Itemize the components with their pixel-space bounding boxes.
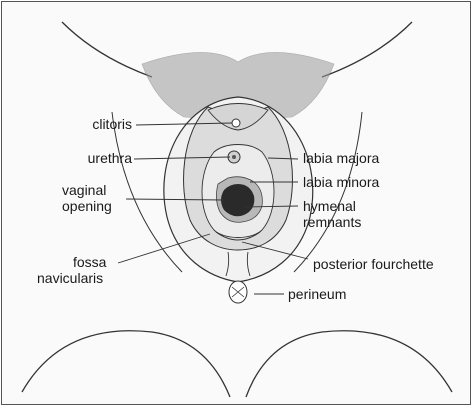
- label-labia-minora: labia minora: [303, 174, 379, 190]
- right-buttock-outline: [246, 331, 452, 397]
- label-urethra: urethra: [72, 150, 132, 166]
- label-fossa-navicularis: fossa navicularis: [37, 254, 106, 286]
- left-thigh-outline: [62, 22, 152, 77]
- vaginal-opening-shape: [221, 184, 254, 216]
- diagram-frame: clitoris urethra vaginal opening fossa n…: [1, 1, 471, 405]
- label-vaginal-opening: vaginal opening: [62, 182, 112, 214]
- label-perineum: perineum: [288, 286, 346, 302]
- clitoris-glans: [232, 119, 240, 127]
- label-hymenal-remnants: hymenal remnants: [303, 198, 361, 230]
- label-labia-majora: labia majora: [303, 150, 379, 166]
- label-posterior-fourchette: posterior fourchette: [313, 256, 434, 272]
- right-thigh-outline: [322, 22, 412, 77]
- label-clitoris: clitoris: [72, 116, 132, 132]
- left-buttock-outline: [22, 331, 230, 397]
